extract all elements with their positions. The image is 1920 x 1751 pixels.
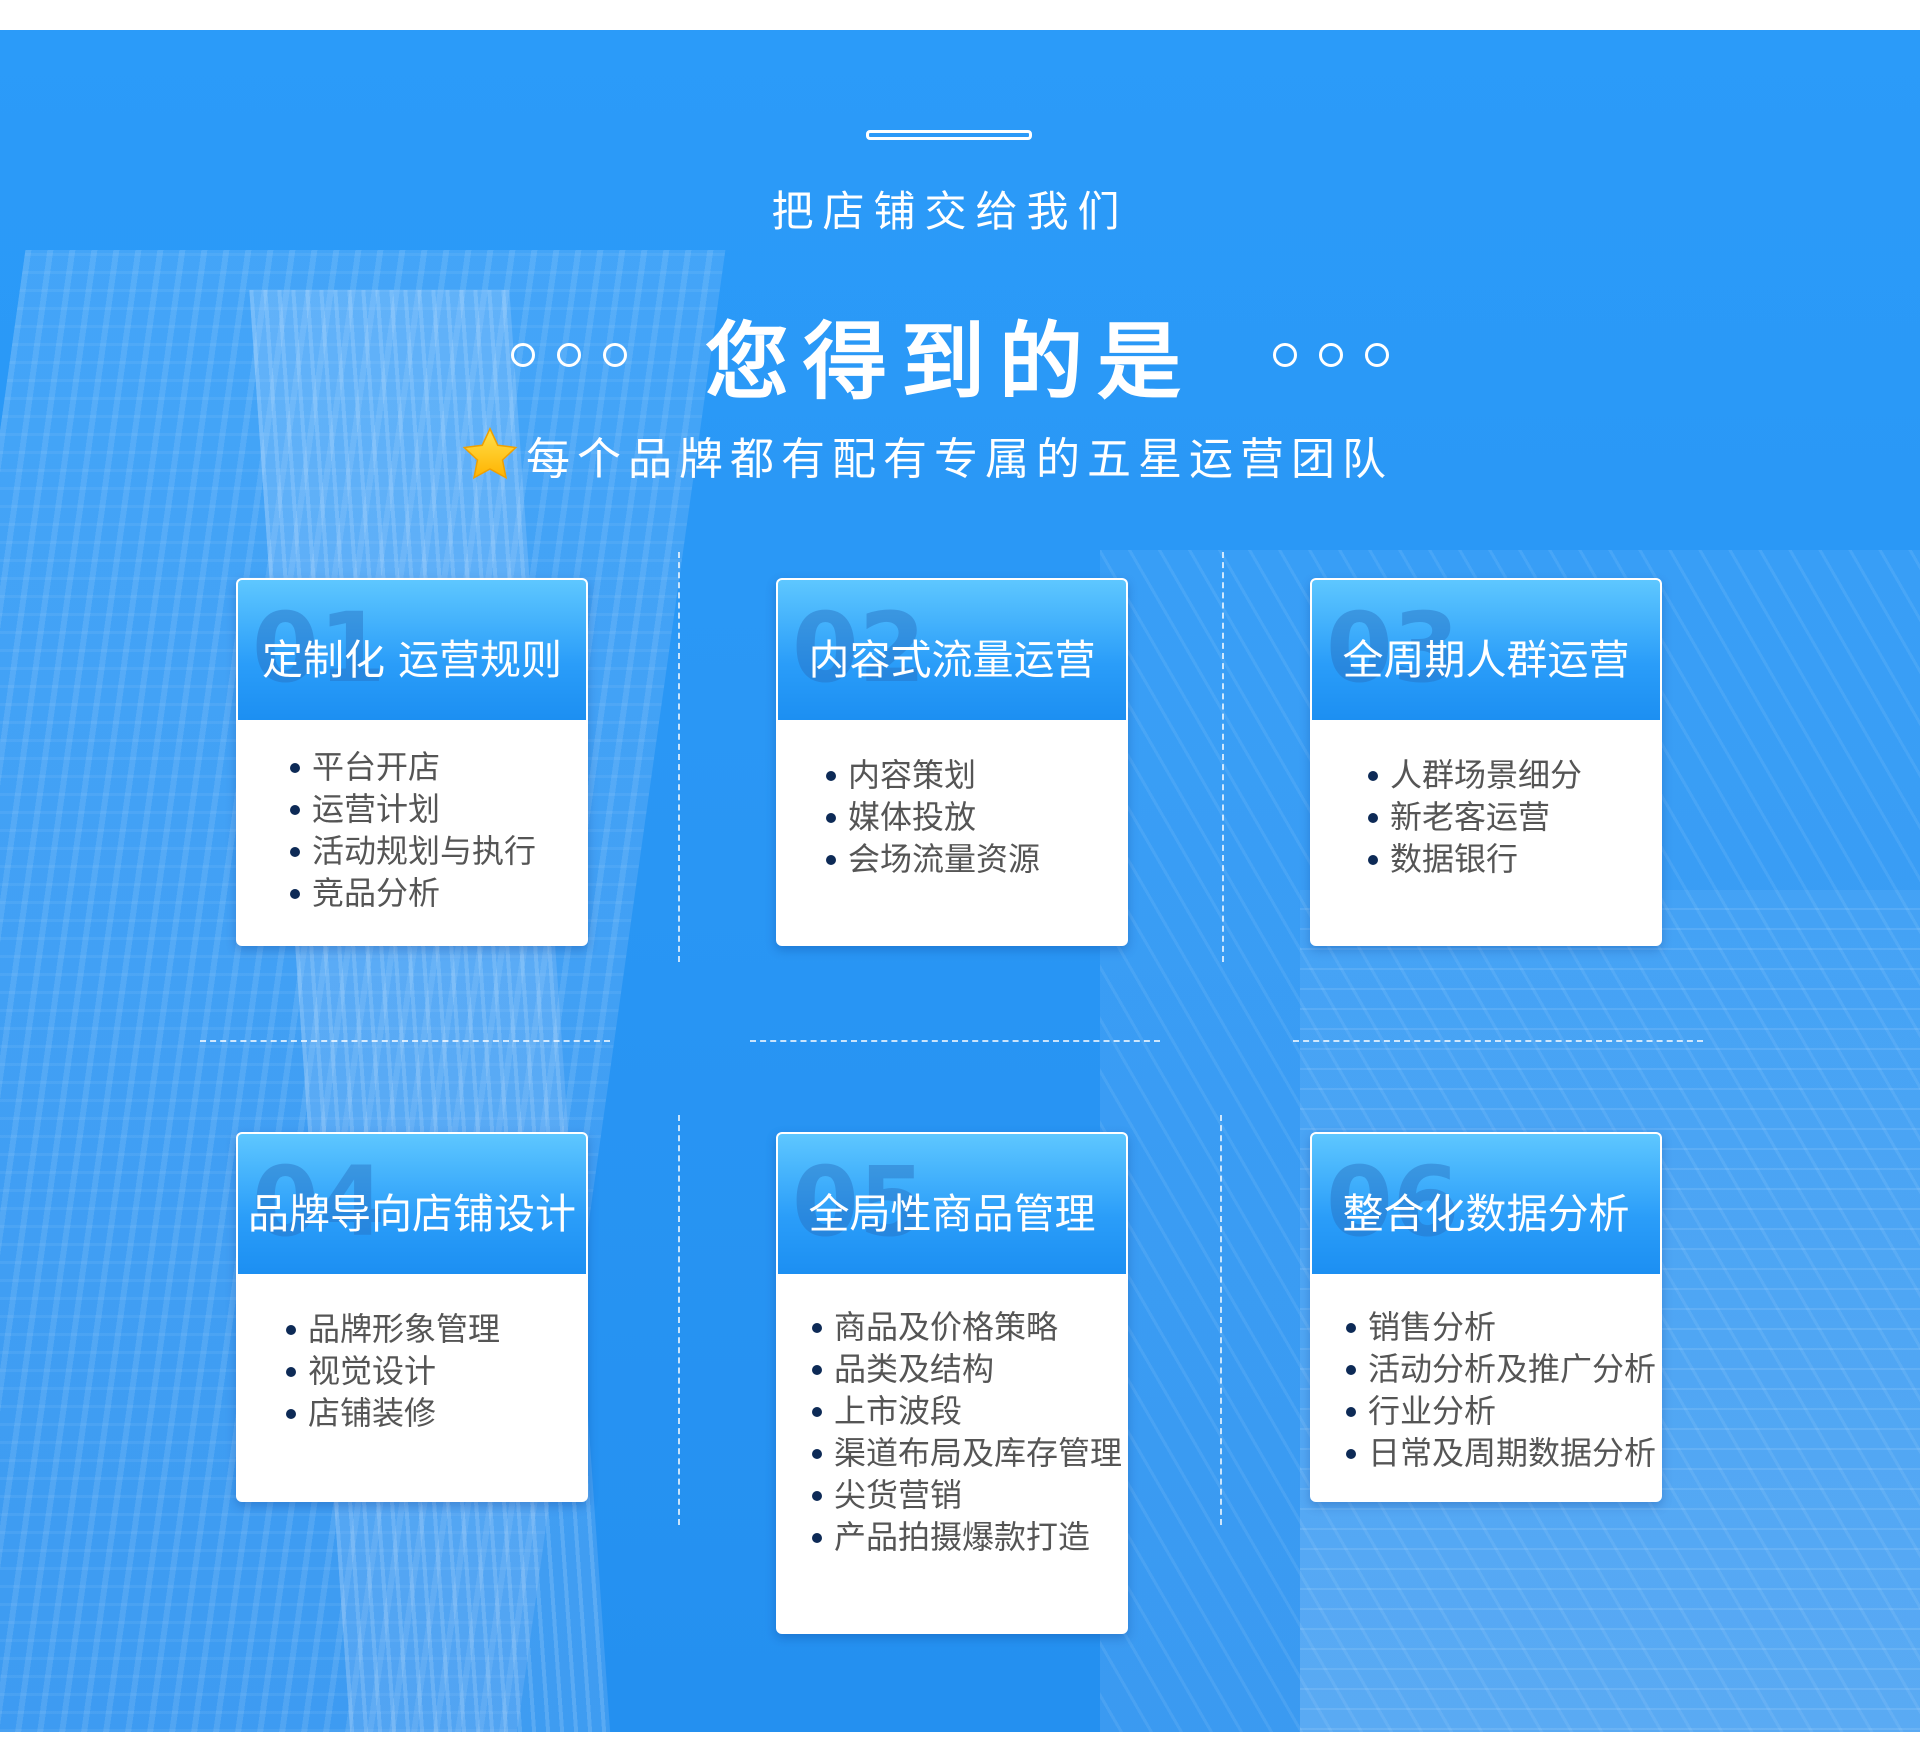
list-item: 店铺装修 [286, 1392, 586, 1434]
column-divider [1222, 552, 1224, 962]
card-number: 03 [1326, 592, 1460, 704]
list-item: 活动规划与执行 [290, 830, 586, 872]
list-item: 商品及价格策略 [812, 1306, 1126, 1348]
card-title: 全局性商品管理 [808, 1190, 1096, 1238]
card-title: 整合化数据分析 [1342, 1190, 1630, 1238]
card-number: 06 [1326, 1146, 1460, 1258]
service-card-lifecycle-audience: 03 全周期人群运营 人群场景细分 新老客运营 数据银行 [1310, 578, 1662, 946]
card-header: 01 定制化 运营规则 [238, 580, 586, 720]
service-card-product-management: 05 全局性商品管理 商品及价格策略 品类及结构 上市波段 渠道布局及库存管理 … [776, 1132, 1128, 1634]
headline-row: 您得到的是 [0, 300, 1900, 411]
list-item: 尖货营销 [812, 1474, 1126, 1516]
list-item: 新老客运营 [1368, 796, 1660, 838]
card-list: 品牌形象管理 视觉设计 店铺装修 [238, 1274, 586, 1434]
circle-icon [510, 343, 535, 367]
card-header: 02 内容式流量运营 [778, 580, 1126, 720]
circle-icon [602, 343, 627, 367]
list-item: 渠道布局及库存管理 [812, 1432, 1126, 1474]
circle-icon [556, 343, 581, 367]
service-card-custom-operation: 01 定制化 运营规则 平台开店 运营计划 活动规划与执行 竞品分析 [236, 578, 588, 946]
service-card-brand-store-design: 04 品牌导向店铺设计 品牌形象管理 视觉设计 店铺装修 [236, 1132, 588, 1502]
right-dots-decoration [1273, 343, 1389, 367]
card-header: 04 品牌导向店铺设计 [238, 1134, 586, 1274]
list-item: 上市波段 [812, 1390, 1126, 1432]
list-item: 媒体投放 [826, 796, 1126, 838]
card-list: 商品及价格策略 品类及结构 上市波段 渠道布局及库存管理 尖货营销 产品拍摄爆款… [778, 1274, 1126, 1558]
card-list: 销售分析 活动分析及推广分析 行业分析 日常及周期数据分析 [1312, 1274, 1660, 1474]
card-number: 04 [252, 1146, 386, 1258]
list-item: 会场流量资源 [826, 838, 1126, 880]
row-divider [200, 1040, 610, 1042]
circle-icon [1319, 343, 1343, 367]
card-title: 品牌导向店铺设计 [248, 1190, 576, 1238]
list-item: 视觉设计 [286, 1350, 586, 1392]
list-item: 品牌形象管理 [286, 1308, 586, 1350]
star-icon [462, 426, 518, 480]
list-item: 活动分析及推广分析 [1346, 1348, 1660, 1390]
list-item: 行业分析 [1346, 1390, 1660, 1432]
card-header: 05 全局性商品管理 [778, 1134, 1126, 1274]
list-item: 销售分析 [1346, 1306, 1660, 1348]
circle-icon [1365, 343, 1389, 367]
card-title: 全周期人群运营 [1342, 636, 1630, 684]
card-list: 内容策划 媒体投放 会场流量资源 [778, 720, 1126, 880]
card-list: 人群场景细分 新老客运营 数据银行 [1312, 720, 1660, 880]
card-number: 05 [792, 1146, 926, 1258]
circle-icon [1273, 343, 1297, 367]
list-item: 数据银行 [1368, 838, 1660, 880]
list-item: 日常及周期数据分析 [1346, 1432, 1660, 1474]
list-item: 品类及结构 [812, 1348, 1126, 1390]
list-item: 内容策划 [826, 754, 1126, 796]
column-divider [1220, 1115, 1222, 1525]
intro-text: 把店铺交给我们 [771, 187, 1129, 236]
title-decoration-bar [866, 130, 1032, 140]
row-divider [1293, 1040, 1703, 1042]
card-title: 定制化 运营规则 [261, 636, 563, 684]
column-divider [678, 1115, 680, 1525]
card-number: 01 [252, 592, 386, 704]
page-title: 您得到的是 [704, 312, 1195, 411]
card-number: 02 [792, 592, 926, 704]
list-item: 平台开店 [290, 746, 586, 788]
column-divider [678, 552, 680, 962]
list-item: 产品拍摄爆款打造 [812, 1516, 1126, 1558]
list-item: 运营计划 [290, 788, 586, 830]
service-card-content-traffic: 02 内容式流量运营 内容策划 媒体投放 会场流量资源 [776, 578, 1128, 946]
card-title: 内容式流量运营 [808, 636, 1096, 684]
list-item: 人群场景细分 [1368, 754, 1660, 796]
card-header: 06 整合化数据分析 [1312, 1134, 1660, 1274]
card-header: 03 全周期人群运营 [1312, 580, 1660, 720]
row-divider [750, 1040, 1160, 1042]
list-item: 竞品分析 [290, 872, 586, 914]
subtitle: 每个品牌都有配有专属的五星运营团队 [460, 420, 1393, 490]
subtitle-text: 每个品牌都有配有专属的五星运营团队 [526, 434, 1393, 485]
left-dots-decoration [510, 343, 627, 367]
card-list: 平台开店 运营计划 活动规划与执行 竞品分析 [238, 720, 586, 914]
service-card-data-analysis: 06 整合化数据分析 销售分析 活动分析及推广分析 行业分析 日常及周期数据分析 [1310, 1132, 1662, 1502]
